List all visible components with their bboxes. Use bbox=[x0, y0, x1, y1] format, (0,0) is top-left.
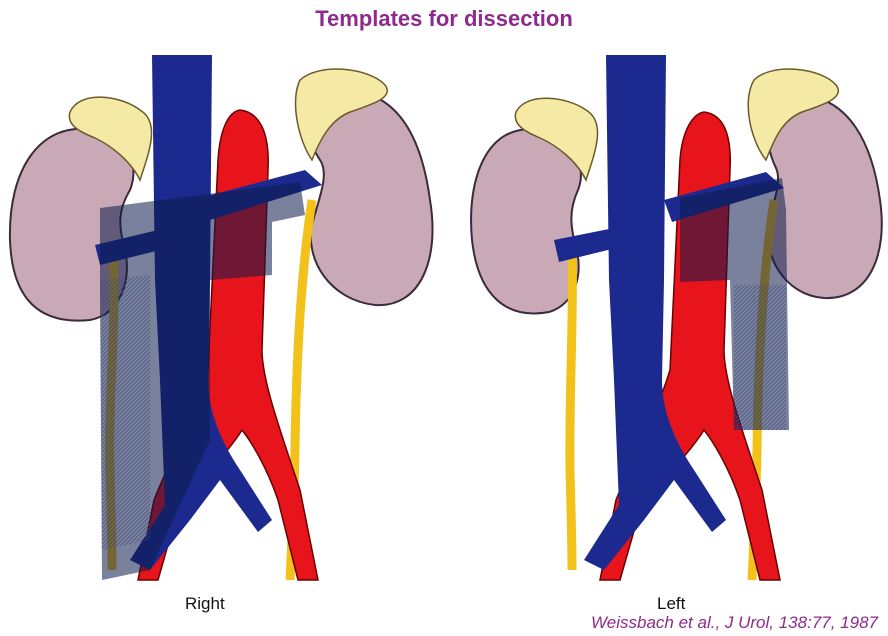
page-title: Templates for dissection bbox=[0, 6, 888, 32]
right-template-label: Right bbox=[185, 594, 225, 614]
left-template-label: Left bbox=[657, 594, 685, 614]
left-template-hatch bbox=[734, 285, 786, 430]
right-ureter bbox=[570, 250, 573, 570]
right-template-diagram bbox=[0, 50, 444, 590]
left-template-panel bbox=[444, 50, 888, 590]
right-kidney bbox=[471, 129, 581, 313]
citation: Weissbach et al., J Urol, 138:77, 1987 bbox=[591, 613, 878, 633]
right-template-hatch bbox=[100, 275, 150, 550]
left-template-diagram bbox=[444, 50, 888, 590]
right-template-panel bbox=[0, 50, 444, 590]
